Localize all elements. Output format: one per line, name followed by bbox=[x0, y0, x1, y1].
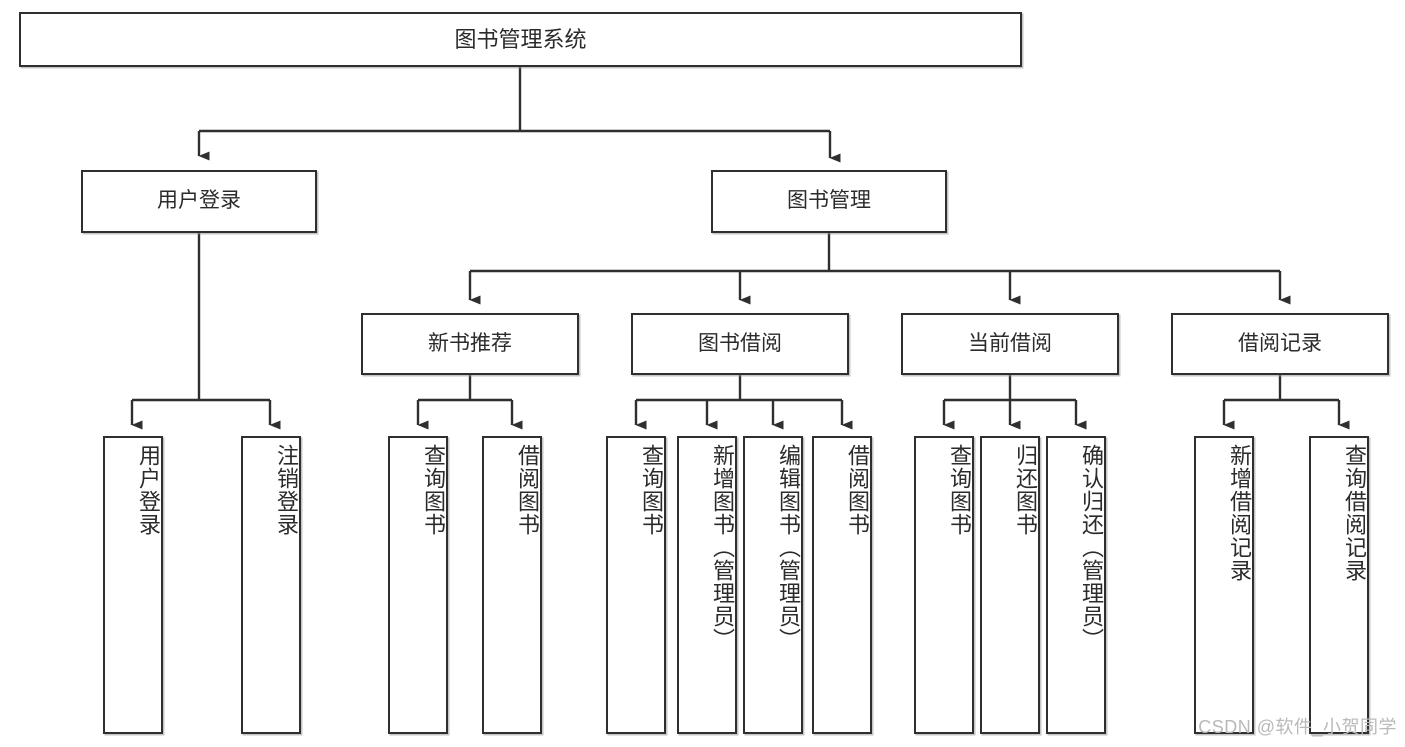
node-user-login[interactable]: 用户登录 bbox=[81, 170, 317, 233]
node-book-borrow[interactable]: 图书借阅 bbox=[631, 313, 849, 375]
node-label: 新增借阅记录 bbox=[1227, 444, 1252, 582]
node-borrow-record[interactable]: 借阅记录 bbox=[1171, 313, 1389, 375]
node-label: 借阅记录 bbox=[1238, 331, 1322, 355]
node-root-book-management-system[interactable]: 图书管理系统 bbox=[19, 12, 1022, 67]
node-label: 图书管理 bbox=[787, 189, 871, 213]
node-label: 图书管理系统 bbox=[454, 26, 587, 52]
node-label: 用户登录 bbox=[136, 444, 161, 536]
node-label: 查询图书 bbox=[947, 444, 972, 536]
node-label: 查询借阅记录 bbox=[1342, 444, 1367, 582]
leaf-add-book-admin[interactable]: 新增图书（管理员） bbox=[677, 436, 737, 734]
node-current-borrow[interactable]: 当前借阅 bbox=[901, 313, 1119, 375]
node-label: 图书借阅 bbox=[698, 331, 782, 355]
leaf-query-book-recommend[interactable]: 查询图书 bbox=[388, 436, 448, 734]
node-label: 查询图书 bbox=[421, 444, 446, 536]
leaf-borrow-book-recommend[interactable]: 借阅图书 bbox=[482, 436, 542, 734]
node-label: 用户登录 bbox=[157, 189, 241, 213]
node-label: 查询图书 bbox=[639, 444, 664, 536]
node-label: 新书推荐 bbox=[428, 331, 512, 355]
leaf-query-book-current[interactable]: 查询图书 bbox=[914, 436, 974, 734]
leaf-user-login[interactable]: 用户登录 bbox=[103, 436, 163, 734]
watermark: CSDN @软件_小贺同学 bbox=[1198, 717, 1397, 737]
leaf-query-book-borrow[interactable]: 查询图书 bbox=[606, 436, 666, 734]
leaf-borrow-book[interactable]: 借阅图书 bbox=[812, 436, 872, 734]
node-label: 借阅图书 bbox=[845, 444, 870, 536]
node-label: 借阅图书 bbox=[515, 444, 540, 536]
node-label: 编辑图书（管理员） bbox=[776, 444, 801, 651]
node-label: 新增图书（管理员） bbox=[710, 444, 735, 651]
node-new-book-recommend[interactable]: 新书推荐 bbox=[361, 313, 579, 375]
leaf-edit-book-admin[interactable]: 编辑图书（管理员） bbox=[743, 436, 803, 734]
node-label: 注销登录 bbox=[274, 444, 299, 536]
leaf-query-borrow-record[interactable]: 查询借阅记录 bbox=[1309, 436, 1369, 734]
leaf-user-logout[interactable]: 注销登录 bbox=[241, 436, 301, 734]
leaf-return-book[interactable]: 归还图书 bbox=[980, 436, 1040, 734]
node-label: 归还图书 bbox=[1013, 444, 1038, 536]
node-label: 确认归还（管理员） bbox=[1079, 444, 1104, 651]
leaf-confirm-return-admin[interactable]: 确认归还（管理员） bbox=[1046, 436, 1106, 734]
node-label: 当前借阅 bbox=[968, 331, 1052, 355]
leaf-add-borrow-record[interactable]: 新增借阅记录 bbox=[1194, 436, 1254, 734]
node-book-management[interactable]: 图书管理 bbox=[711, 170, 947, 233]
